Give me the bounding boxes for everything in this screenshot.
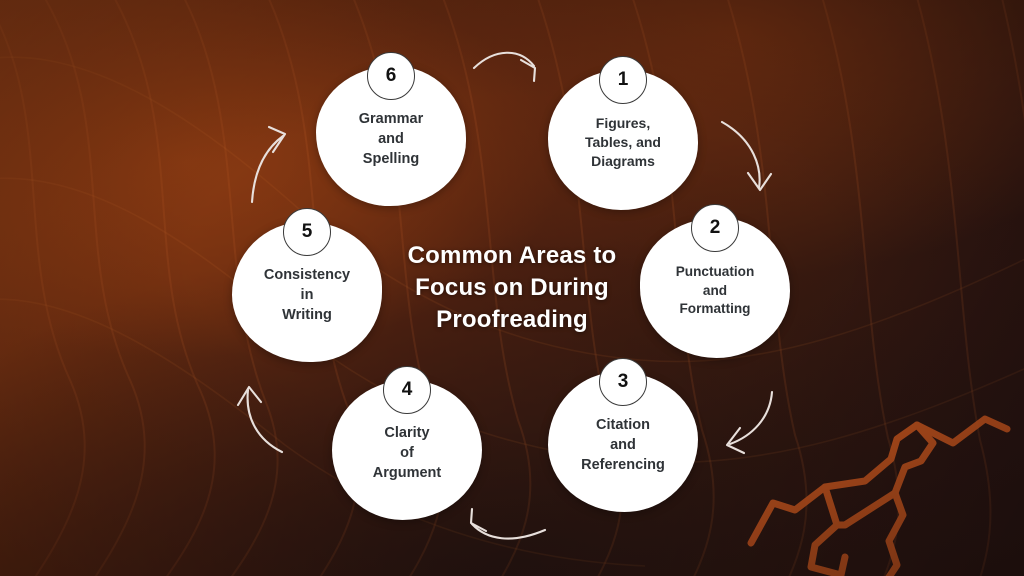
node-label: Figures, Tables, and Diagrams bbox=[585, 114, 661, 170]
node-grammar-and-spelling[interactable]: Grammar and Spelling 6 bbox=[316, 52, 466, 206]
node-consistency-in-writing[interactable]: Consistency in Writing 5 bbox=[232, 208, 382, 362]
node-number-badge: 6 bbox=[367, 52, 415, 100]
node-citation-and-referencing[interactable]: Citation and Referencing 3 bbox=[548, 358, 698, 512]
node-label: Punctuation and Formatting bbox=[675, 263, 755, 317]
node-number-badge: 4 bbox=[383, 366, 431, 414]
node-number-badge: 1 bbox=[599, 56, 647, 104]
node-label: Clarity of Argument bbox=[372, 424, 442, 481]
node-label: Citation and Referencing bbox=[581, 416, 665, 473]
node-punctuation-and-formatting[interactable]: Punctuation and Formatting 2 bbox=[640, 204, 790, 358]
node-number-badge: 2 bbox=[691, 204, 739, 252]
node-number-badge: 3 bbox=[599, 358, 647, 406]
node-number-badge: 5 bbox=[283, 208, 331, 256]
node-figures-tables-diagrams[interactable]: Figures, Tables, and Diagrams 1 bbox=[548, 56, 698, 210]
node-label: Grammar and Spelling bbox=[358, 110, 424, 167]
node-clarity-of-argument[interactable]: Clarity of Argument 4 bbox=[332, 366, 482, 520]
page-title: Common Areas to Focus on During Proofrea… bbox=[407, 242, 617, 333]
node-label: Consistency in Writing bbox=[263, 266, 351, 323]
zigzag-decoration bbox=[747, 415, 1011, 576]
